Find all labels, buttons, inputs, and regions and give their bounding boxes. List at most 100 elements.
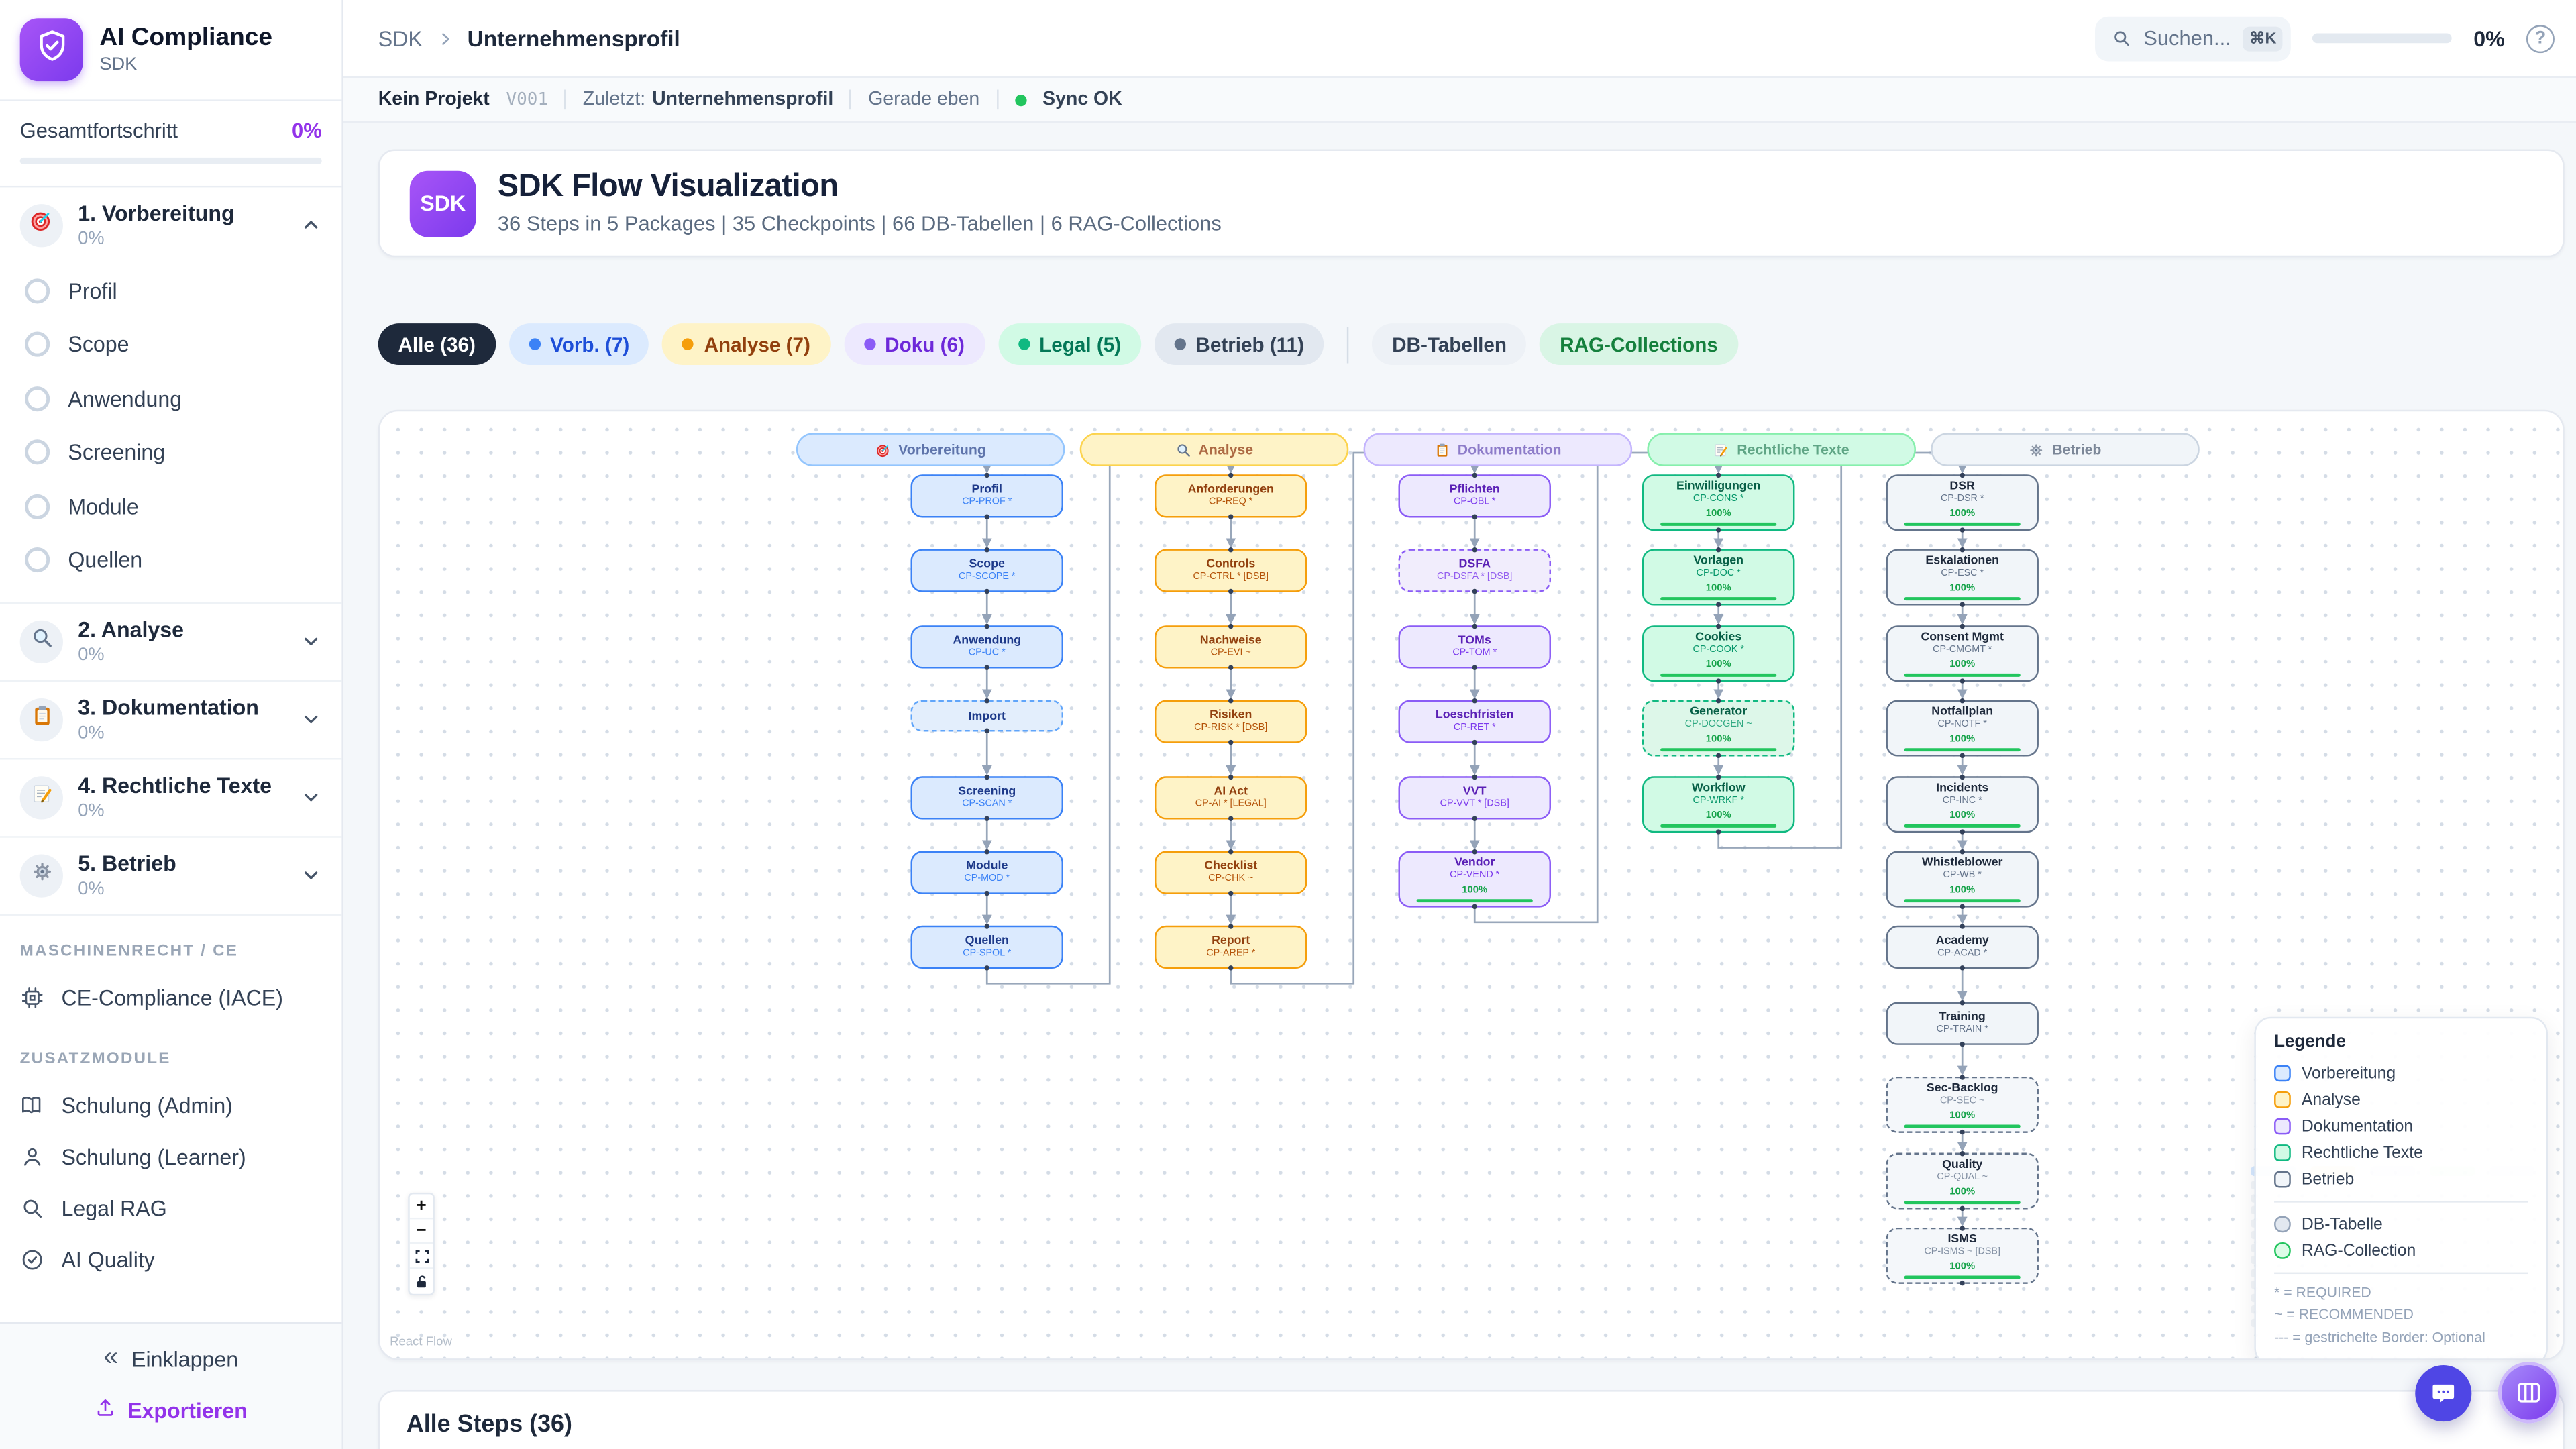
sidebar-item-anwendung[interactable]: Anwendung — [20, 372, 322, 425]
zoom-in-button[interactable]: + — [409, 1194, 433, 1220]
legend-item-rag-collection: RAG-Collection — [2274, 1238, 2528, 1265]
table-view-fab-button[interactable] — [2498, 1362, 2560, 1424]
sidebar-item-ce-compliance-iace[interactable]: CE-Compliance (IACE) — [0, 971, 341, 1023]
chevron-up-icon — [301, 215, 322, 236]
sidebar-item-scope[interactable]: Scope — [20, 317, 322, 371]
flow-package-header-analyse[interactable]: Analyse — [1079, 433, 1349, 466]
sidebar-item-legal-rag[interactable]: Legal RAG — [0, 1182, 341, 1234]
filter-pills: Alle (36) Vorb. (7) Analyse (7) Doku (6) Leg… — [378, 323, 2565, 365]
flow-node-import[interactable]: Import — [910, 700, 1064, 732]
sync-status-dot — [1014, 93, 1026, 106]
sidebar-item-module[interactable]: Module — [20, 479, 322, 533]
legend-note: --- = gestrichelte Border: Optional — [2274, 1328, 2485, 1345]
collapse-sidebar-button[interactable]: « Einklappen — [103, 1343, 239, 1372]
filter-pill-betrieb-11[interactable]: Betrieb (11) — [1154, 323, 1324, 365]
legend-note: * = REQUIRED — [2274, 1283, 2371, 1301]
sidebar-item-ai-quality[interactable]: AI Quality — [0, 1234, 341, 1285]
last-time: Gerade eben — [868, 89, 980, 110]
breadcrumb-sdk[interactable]: SDK — [378, 25, 423, 51]
topbar: SDK Unternehmensprofil Suchen... ⌘K 0% ? — [343, 0, 2576, 78]
filter-pill-db-tabellen[interactable]: DB-Tabellen — [1372, 323, 1527, 365]
legend-item-vorbereitung: Vorbereitung — [2274, 1060, 2528, 1087]
sidebar-item-schulung-learner[interactable]: Schulung (Learner) — [0, 1131, 341, 1183]
overall-progress-label: Gesamtfortschritt — [19, 119, 178, 143]
chat-fab-button[interactable] — [2415, 1365, 2472, 1422]
fit-view-button[interactable] — [409, 1244, 433, 1269]
magnifier-icon — [1175, 442, 1190, 457]
legend-note: ~ = RECOMMENDED — [2274, 1305, 2414, 1323]
sidebar: AI Compliance SDK Gesamtfortschritt 0% 1… — [0, 0, 343, 1449]
filter-pill-rag-collections[interactable]: RAG-Collections — [1540, 323, 1738, 365]
clipboard-icon — [1434, 442, 1449, 457]
filter-pill-analyse-7[interactable]: Analyse (7) — [662, 323, 830, 365]
upload-icon — [95, 1397, 116, 1424]
group-label: MASCHINENRECHT / CE — [19, 941, 239, 960]
sidebar-item-screening[interactable]: Screening — [20, 425, 322, 479]
check-circle-icon — [20, 1247, 45, 1272]
unlock-button[interactable] — [409, 1269, 433, 1294]
zoom-out-button[interactable]: − — [409, 1219, 433, 1244]
search-input[interactable]: Suchen... ⌘K — [2095, 15, 2292, 61]
flow-package-header-betrieb[interactable]: Betrieb — [1931, 433, 2200, 466]
filter-pill-doku-6[interactable]: Doku (6) — [843, 323, 985, 365]
filter-pill-vorb-7[interactable]: Vorb. (7) — [508, 323, 649, 365]
flow-package-header-rechtliche-texte[interactable]: Rechtliche Texte — [1647, 433, 1916, 466]
help-icon[interactable]: ? — [2526, 23, 2555, 52]
sidebar-item-quellen[interactable]: Quellen — [20, 533, 322, 587]
filter-pill-alle-36[interactable]: Alle (36) — [378, 323, 496, 365]
main-area: SDK Unternehmensprofil Suchen... ⌘K 0% ?… — [343, 0, 2576, 1449]
step-status-circle — [25, 386, 50, 411]
filter-pill-legal-5[interactable]: Legal (5) — [998, 323, 1141, 365]
sidebar-item-profil[interactable]: Profil — [20, 264, 322, 317]
all-steps-title: Alle Steps (36) — [406, 1411, 572, 1438]
export-button[interactable]: Exportieren — [95, 1390, 248, 1430]
sidebar-item-schulung-admin[interactable]: Schulung (Admin) — [0, 1079, 341, 1131]
flow-package-header-dokumentation[interactable]: Dokumentation — [1363, 433, 1633, 466]
legend-item-db-tabelle: DB-Tabelle — [2274, 1211, 2528, 1238]
flow-package-header-vorbereitung[interactable]: Vorbereitung — [796, 433, 1065, 466]
last-value: Unternehmensprofil — [652, 89, 834, 110]
